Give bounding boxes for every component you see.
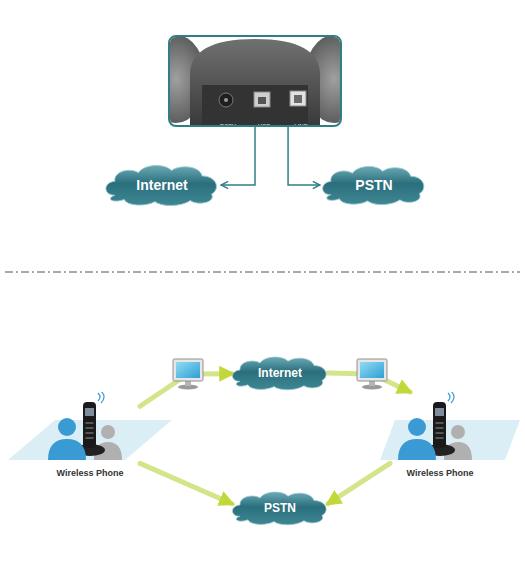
text-holder: LINE (281, 114, 321, 127)
device-art (170, 37, 340, 125)
computer-monitor (173, 359, 203, 390)
phone-art (40, 392, 140, 476)
network-cloud: Internet (103, 163, 221, 207)
phone-art (390, 392, 490, 476)
cable-line (288, 127, 320, 185)
text-holder: Internet (230, 355, 330, 391)
computer-monitor (357, 359, 387, 390)
network-name: Internet (136, 177, 187, 193)
call-flow-arrow (140, 463, 232, 503)
cloud-shape (233, 357, 327, 390)
text-holder: DC5V (208, 114, 248, 127)
text-holder: Wireless Phone (390, 462, 490, 480)
network-name: Internet (258, 366, 302, 380)
cloud-shape (106, 165, 217, 205)
text-holder: USB (244, 114, 284, 127)
device-photo (170, 37, 340, 125)
network-name: PSTN (355, 177, 392, 193)
text-holder: PSTN (230, 490, 330, 526)
text-holder: Wireless Phone (40, 462, 140, 480)
network-cloud: PSTN (320, 164, 428, 206)
call-flow-arrow (328, 463, 390, 503)
network-name: PSTN (264, 501, 296, 515)
port-label: LINE (294, 123, 307, 127)
phone-station: Wireless Phone (40, 392, 140, 476)
floor-plane (380, 420, 520, 460)
port-label: DC5V (220, 123, 236, 127)
port-label: USB (258, 123, 270, 127)
device-panel: DC5V USB LINE (168, 35, 342, 127)
wireless-phone-figure (48, 392, 122, 460)
cloud-shape (233, 492, 327, 525)
cable-line (221, 127, 255, 185)
phone-station: Wireless Phone (390, 392, 490, 476)
wireless-phone-figure (398, 392, 472, 460)
device-label: Wireless Phone (407, 468, 474, 479)
device-label: Wireless Phone (57, 468, 124, 479)
text-holder: Internet (103, 163, 221, 207)
cloud-shape (323, 166, 424, 204)
network-cloud: Internet (230, 355, 330, 391)
network-cloud: PSTN (230, 490, 330, 526)
text-holder: PSTN (320, 164, 428, 206)
divider-line (5, 272, 520, 273)
